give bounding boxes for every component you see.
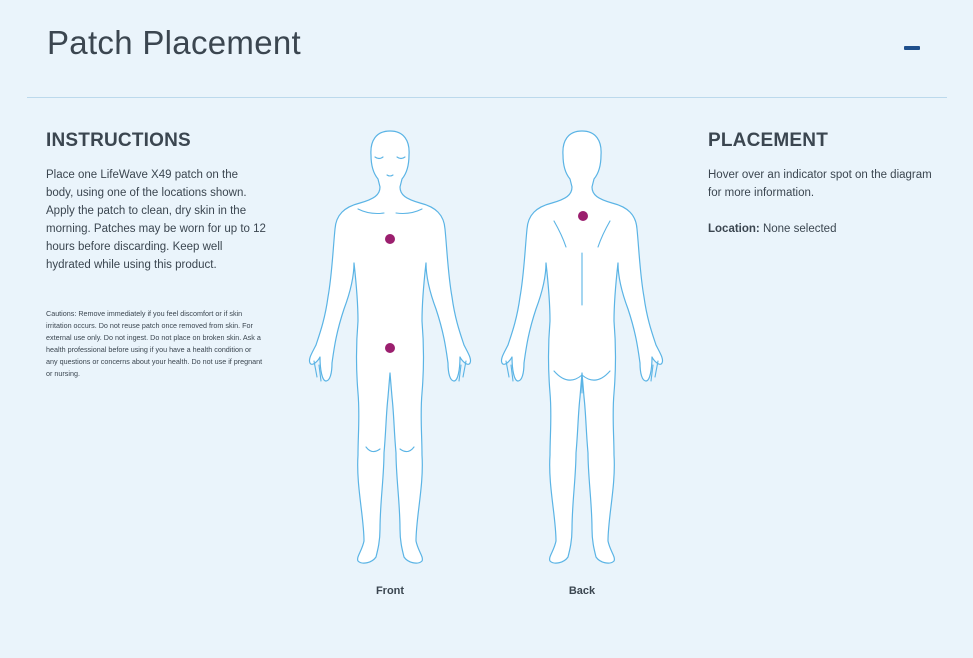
header-divider — [27, 97, 947, 98]
front-chest-indicator[interactable] — [385, 234, 395, 244]
instructions-panel: INSTRUCTIONS Place one LifeWave X49 patc… — [46, 130, 266, 380]
back-body-outline — [500, 130, 664, 564]
minus-icon — [904, 46, 920, 50]
location-row: Location: None selected — [708, 220, 938, 238]
back-body-diagram — [492, 125, 672, 570]
back-neck-indicator[interactable] — [578, 211, 588, 221]
front-label: Front — [375, 585, 405, 597]
instructions-heading: INSTRUCTIONS — [46, 130, 191, 151]
page-title: Patch Placement — [47, 24, 301, 61]
back-label: Back — [568, 585, 596, 597]
placement-text: Hover over an indicator spot on the diag… — [708, 169, 932, 199]
placement-panel: PLACEMENT Hover over an indicator spot o… — [708, 130, 938, 238]
front-body-diagram — [300, 125, 480, 570]
collapse-button[interactable] — [896, 38, 928, 58]
cautions-text: Cautions: Remove immediately if you feel… — [46, 309, 263, 378]
front-abdomen-indicator[interactable] — [385, 343, 395, 353]
placement-heading: PLACEMENT — [708, 130, 829, 151]
location-value: None selected — [762, 223, 837, 235]
header: Patch Placement — [0, 0, 973, 98]
instructions-text: Place one LifeWave X49 patch on the body… — [46, 169, 266, 271]
front-body-outline — [308, 130, 472, 564]
location-label: Location: — [708, 223, 760, 235]
